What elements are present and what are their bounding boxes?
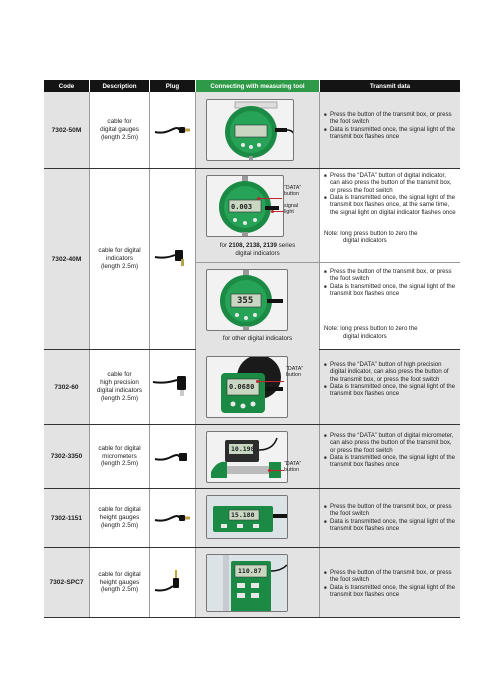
transmit-step: Press the “DATA” button of digital micro… [324,432,457,454]
row-description: cable for digital height gauges (length … [90,548,150,617]
header-code: Code [44,80,90,92]
signal-light-label: signal light [284,203,299,216]
header-transmit: Transmit data [320,80,460,92]
transmit-cell: Press the button of the transmit box, or… [320,489,460,547]
transmit-step: Press the “DATA” button of digital indic… [324,172,457,194]
transmit-cell: Press the “DATA” button of digital micro… [320,425,460,488]
transmit-step: Press the button of the transmit box, or… [324,569,457,584]
caption-suffix: series digital indicators [235,242,296,258]
table-row: 7302-40M cable for digital indicators (l… [44,169,460,350]
data-button-marker [268,469,271,472]
transmit-cell: Press the “DATA” button of digital indic… [320,169,460,349]
signal-light-marker [271,210,274,213]
row-code: 7302-40M [44,169,90,349]
plug-image [150,425,196,488]
transmit-cell: Press the button of the transmit box, or… [320,548,460,617]
plug-image [150,489,196,547]
transmit-step: Press the button of the transmit box, or… [324,111,457,126]
table-row: 7302-1151 cable for digital height gauge… [44,489,460,548]
transmit-step: Data is transmitted once, the signal lig… [324,518,457,533]
connection-photo-cell: 0.0680 “DATA” button [196,350,320,424]
connection-photo-cell: 110.87 [196,548,320,617]
indicator-display: 0.0680 [229,383,255,391]
row-code: 7302-SPC7 [44,548,90,617]
signal-light-pointer [273,211,284,212]
precision-indicator-photo: 0.0680 [206,356,288,418]
micrometer-display: 10.198 [231,445,255,453]
cable-table: Code Description Plug Connecting with me… [44,80,460,618]
data-button-pointer [259,198,282,199]
row-code: 7302-1151 [44,489,90,547]
table-row: 7302-SPC7 cable for digital height gauge… [44,548,460,618]
height-gauge-photo: 15.180 [206,495,288,539]
height-gauge-spc-photo: 110.87 [206,554,288,612]
micrometer-photo: 10.198 [206,431,288,483]
height-gauge-display: 110.87 [238,567,262,575]
transmit-step: Press the button of the transmit box, or… [324,268,457,283]
caption-prefix: for [219,242,229,249]
connection-photo-cell: 0.003 “DATA” button signal light for 210… [196,169,320,350]
data-button-label: “DATA” button [284,185,302,198]
note-text: Note: long press button to zero the [324,325,418,333]
note-text: Note: long press button to zero the [324,229,418,237]
transmit-step: Press the “DATA” button of high precisio… [324,361,457,383]
table-row: 7302-50M cable for digital gauges (lengt… [44,92,460,169]
note-text: digital indicators [343,332,387,340]
table-row: 7302-60 cable for high precision digital… [44,350,460,425]
header-connecting: Connecting with measuring tool [196,80,320,92]
table-row: 7302-3350 cable for digital micrometers … [44,425,460,489]
transmit-step: Press the button of the transmit box, or… [324,503,457,518]
transmit-step: Data is transmitted once, the signal lig… [324,454,457,469]
data-button-label: “DATA” button [286,366,304,379]
digital-indicator-photo: 0.003 [206,175,284,237]
row-code: 7302-3350 [44,425,90,488]
photo-caption: for 2108, 2138, 2139 series digital indi… [196,242,319,258]
connection-photo-cell: 15.180 [196,489,320,547]
data-button-marker [257,197,260,200]
photo-caption: for other digital indicators [222,335,293,342]
header-plug: Plug [150,80,196,92]
transmit-step: Data is transmitted once, the signal lig… [324,383,457,398]
transmit-cell: Press the “DATA” button of high precisio… [320,350,460,424]
row-description: cable for high precision digital indicat… [90,350,150,424]
data-button-label: “DATA” button [284,461,302,474]
transmit-step: Data is transmitted once, the signal lig… [324,126,457,141]
plug-image [150,548,196,617]
header-description: Description [90,80,150,92]
transmit-cell: Press the button of the transmit box, or… [320,92,460,168]
transmit-step: Data is transmitted once, the signal lig… [324,584,457,599]
data-button-marker [256,380,259,383]
plug-image [150,350,196,424]
connection-photo-cell: 10.198 “DATA” button [196,425,320,488]
note-text: digital indicators [343,237,387,245]
digital-gauge-photo [206,99,294,161]
transmit-step: Data is transmitted once, the signal lig… [324,283,457,298]
row-description: cable for digital gauges (length 2.5m) [90,92,150,168]
row-description: cable for digital indicators (length 2.5… [90,169,150,349]
caption-series: 2108, 2138, 2139 [228,242,277,249]
plug-image [150,92,196,168]
row-description: cable for digital height gauges (length … [90,489,150,547]
data-button-pointer [258,381,284,382]
plug-image [150,169,196,349]
transmit-step: Data is transmitted once, the signal lig… [324,194,457,216]
table-header: Code Description Plug Connecting with me… [44,80,460,92]
indicator-display: 0.003 [231,203,253,211]
indicator-display: 355 [237,296,254,306]
connection-photo-cell [196,92,320,168]
row-code: 7302-50M [44,92,90,168]
height-gauge-display: 15.180 [231,511,255,519]
other-indicator-photo: 355 [206,269,288,331]
row-description: cable for digital micrometers (length 2.… [90,425,150,488]
row-code: 7302-60 [44,350,90,424]
data-button-pointer [270,470,284,471]
